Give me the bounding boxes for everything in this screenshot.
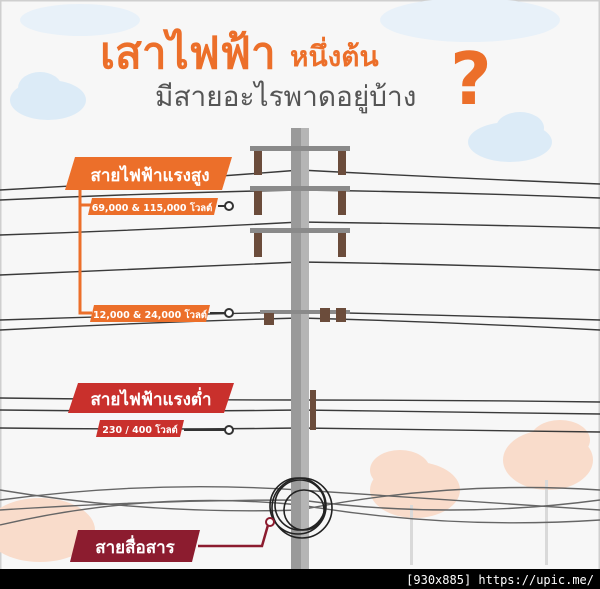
watermark-text: [930x885] https://upic.me/	[406, 573, 594, 587]
title-line2: มีสายอะไรพาดอยู่บ้าง	[155, 80, 416, 114]
electric-pole	[250, 128, 350, 569]
bracket-line	[78, 190, 92, 315]
high-voltage-transmission-value: 69,000 & 115,000 โวลต์	[92, 202, 213, 214]
low-voltage-label: สายไฟฟ้าแรงต่ำ	[90, 387, 211, 410]
high-voltage-distribution-value: 12,000 & 24,000 โวลต์	[93, 309, 207, 321]
title-sub: หนึ่งต้น	[290, 36, 379, 73]
watermark-bar	[0, 569, 600, 589]
high-voltage-label: สายไฟฟ้าแรงสูง	[90, 165, 209, 187]
communication-label: สายสื่อสาร	[95, 535, 175, 558]
communication-cable-coil	[269, 477, 333, 539]
question-mark: ?	[450, 37, 492, 121]
cloud-icon	[10, 0, 560, 162]
low-voltage-value: 230 / 400 โวลต์	[102, 424, 177, 436]
title-main: เสาไฟฟ้า	[100, 27, 276, 79]
insulator-icon	[254, 151, 346, 430]
